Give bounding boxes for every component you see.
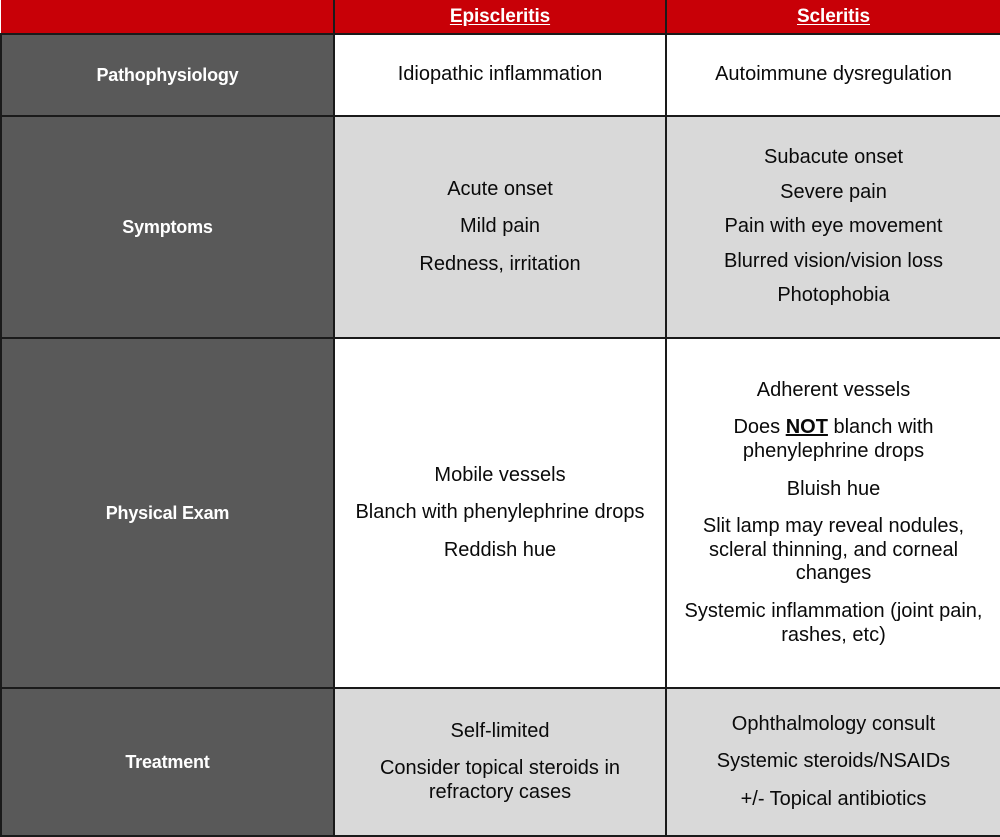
cell-symptoms-scleritis: Subacute onset Severe pain Pain with eye…	[666, 115, 1000, 339]
row-label-treatment: Treatment	[0, 687, 335, 837]
emphasis-after: blanch with phenylephrine drops	[742, 416, 934, 463]
header-row: Episcleritis Scleritis	[1, 0, 1000, 35]
table-body: Pathophysiology Idiopathic inflammation …	[0, 33, 1000, 837]
column-header-scleritis-label: Scleritis	[796, 5, 871, 27]
cell-line: Systemic steroids/NSAIDs	[716, 750, 951, 773]
cell-physical-exam-scleritis: Adherent vessels Does NOT blanch with ph…	[666, 337, 1000, 689]
table-row: Physical Exam Mobile vessels Blanch with…	[0, 337, 1000, 689]
cell-line: Blanch with phenylephrine drops	[355, 501, 645, 524]
cell-line: Redness, irritation	[419, 252, 581, 275]
row-label-symptoms: Symptoms	[0, 115, 335, 339]
cell-line: Blurred vision/vision loss	[724, 249, 943, 272]
cell-line: Severe pain	[780, 180, 887, 203]
cell-line: Idiopathic inflammation	[397, 63, 603, 86]
cell-pathophysiology-episcleritis: Idiopathic inflammation	[334, 33, 667, 117]
cell-line: Autoimmune dysregulation	[715, 63, 952, 86]
cell-line: Mild pain	[459, 215, 541, 238]
cell-treatment-episcleritis: Self-limited Consider topical steroids i…	[334, 687, 667, 837]
cell-line: Consider topical steroids in refractory …	[379, 757, 621, 803]
cell-line: Pain with eye movement	[724, 215, 943, 238]
cell-line: Photophobia	[777, 284, 890, 307]
cell-line: Self-limited	[450, 719, 550, 742]
cell-treatment-scleritis: Ophthalmology consult Systemic steroids/…	[666, 687, 1000, 837]
table-header: Episcleritis Scleritis	[1, 0, 1000, 35]
table-row: Treatment Self-limited Consider topical …	[0, 687, 1000, 837]
cell-line: Systemic inflammation (joint pain, rashe…	[684, 599, 983, 646]
row-label-physical-exam: Physical Exam	[0, 337, 335, 689]
column-header-episcleritis: Episcleritis	[334, 0, 667, 35]
emphasis-before: Does	[733, 416, 786, 439]
table-row: Pathophysiology Idiopathic inflammation …	[0, 33, 1000, 117]
cell-line: Reddish hue	[443, 538, 557, 561]
cell-line-emphasized: Does NOT blanch with phenylephrine drops	[681, 416, 986, 463]
cell-symptoms-episcleritis: Acute onset Mild pain Redness, irritatio…	[334, 115, 667, 339]
cell-line: Adherent vessels	[756, 378, 911, 401]
column-header-scleritis: Scleritis	[666, 0, 1000, 35]
cell-line: +/- Topical antibiotics	[740, 787, 927, 810]
header-corner-cell	[1, 0, 335, 35]
cell-line: Subacute onset	[764, 146, 903, 169]
cell-line: Mobile vessels	[434, 463, 566, 486]
row-label-pathophysiology: Pathophysiology	[0, 33, 335, 117]
cell-line: Ophthalmology consult	[731, 712, 936, 735]
table-row: Symptoms Acute onset Mild pain Redness, …	[0, 115, 1000, 339]
cell-line: Slit lamp may reveal nodules, scleral th…	[702, 515, 965, 585]
emphasis-not: NOT	[785, 416, 828, 439]
column-header-episcleritis-label: Episcleritis	[449, 5, 551, 27]
cell-physical-exam-episcleritis: Mobile vessels Blanch with phenylephrine…	[334, 337, 667, 689]
cell-pathophysiology-scleritis: Autoimmune dysregulation	[666, 33, 1000, 117]
cell-line: Bluish hue	[786, 477, 881, 500]
cell-line: Acute onset	[447, 177, 553, 200]
